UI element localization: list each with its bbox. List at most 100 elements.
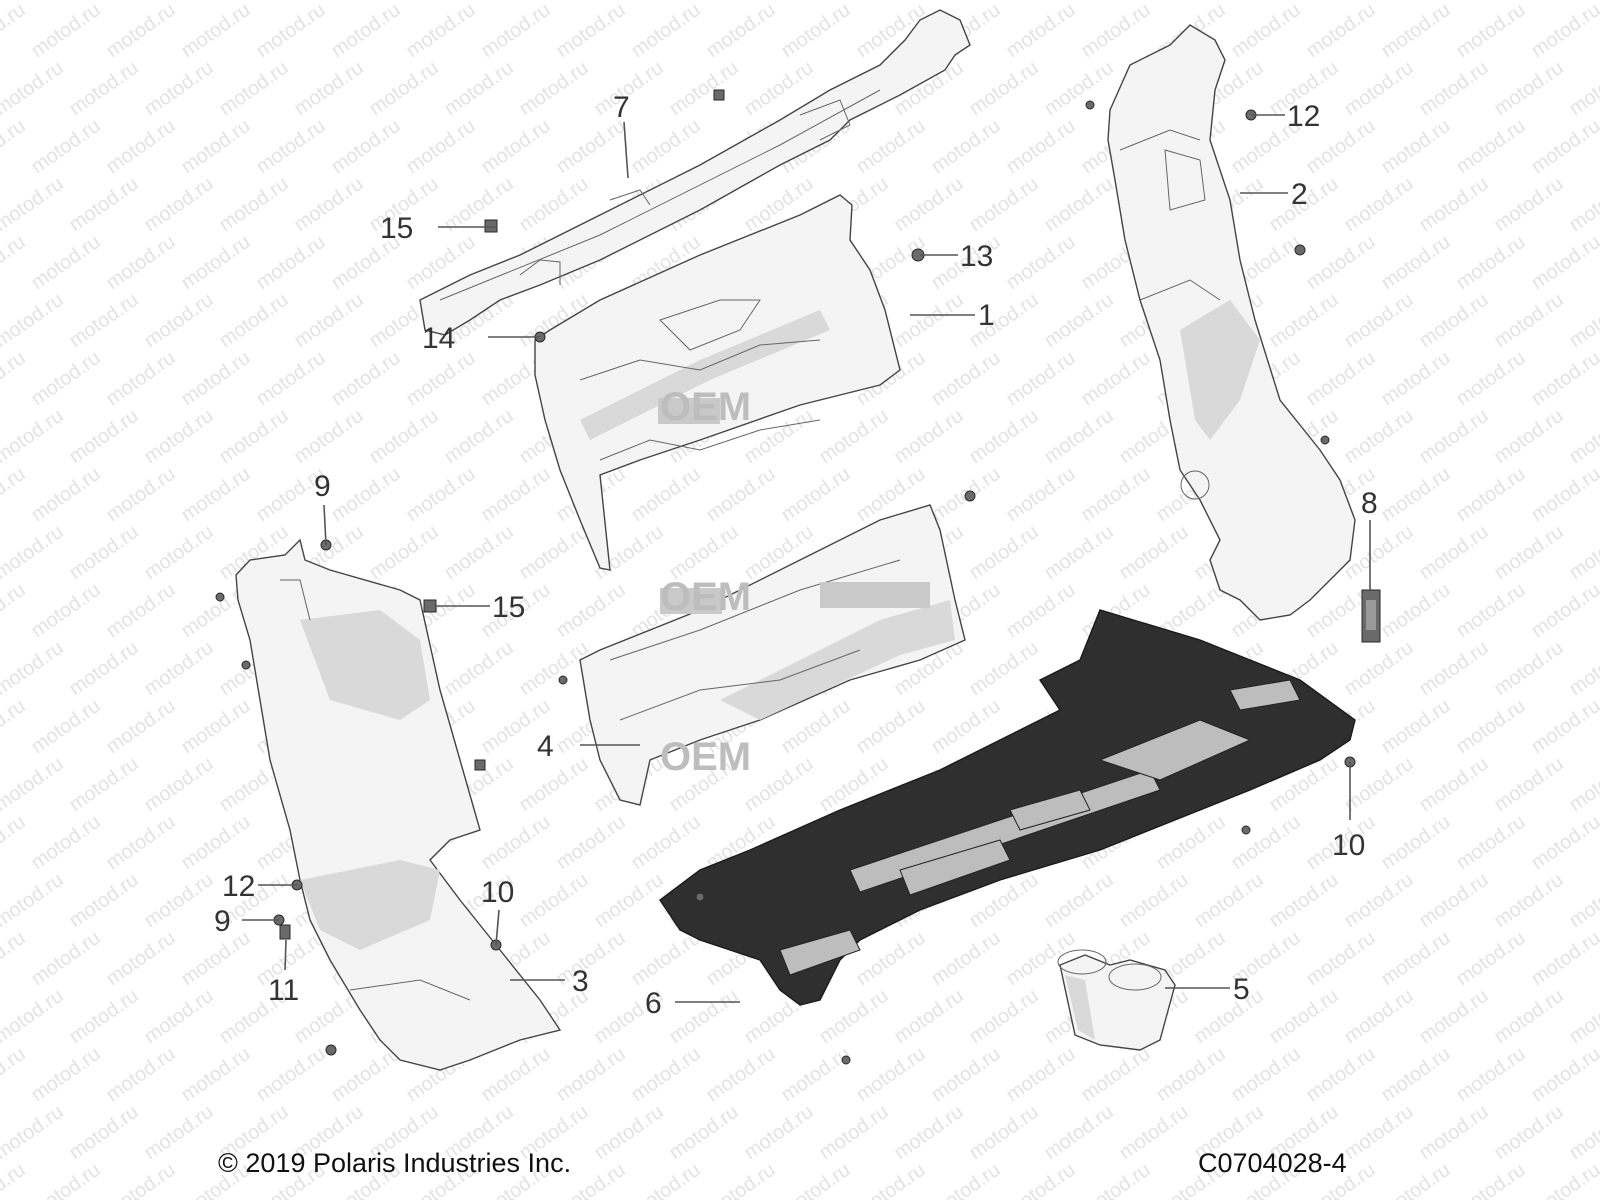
- callout-12-right: 12: [1287, 100, 1320, 133]
- watermark-359: motod.ru: [1452, 579, 1529, 642]
- watermark-488: motod.ru: [1340, 869, 1417, 932]
- watermark-353: motod.ru: [1002, 579, 1079, 642]
- watermark-439: motod.ru: [1565, 753, 1600, 816]
- watermark-341: motod.ru: [102, 579, 179, 642]
- watermark-170: motod.ru: [890, 173, 967, 236]
- watermark-290: motod.ru: [177, 463, 254, 526]
- watermark-74: motod.ru: [1490, 0, 1567, 4]
- callout-4: 4: [537, 730, 554, 763]
- callout-14: 14: [422, 322, 455, 355]
- watermark-187: motod.ru: [252, 231, 329, 294]
- watermark-497: motod.ru: [102, 927, 179, 990]
- watermark-496: motod.ru: [27, 927, 104, 990]
- watermark-611: motod.ru: [852, 1159, 929, 1200]
- watermark-319: motod.ru: [365, 521, 442, 584]
- watermark-293: motod.ru: [402, 463, 479, 526]
- callouts: 7 1 2 13 15 14 12 9 15 8 4 10 12 9 11 10…: [214, 91, 1378, 1020]
- watermark-120: motod.ru: [1040, 57, 1117, 120]
- watermark-308: motod.ru: [1527, 463, 1600, 526]
- callout-15-left: 15: [492, 591, 525, 624]
- watermark-82: motod.ru: [177, 0, 254, 62]
- watermark-410: motod.ru: [1377, 695, 1454, 758]
- watermark-425: motod.ru: [515, 753, 592, 816]
- watermark-368: motod.ru: [140, 637, 217, 700]
- watermark-61: motod.ru: [515, 0, 592, 4]
- watermark-60: motod.ru: [440, 0, 517, 4]
- callout-1: 1: [978, 299, 995, 332]
- watermark-599: motod.ru: [0, 1159, 30, 1200]
- watermark-223: motod.ru: [965, 289, 1042, 352]
- watermark-555: motod.ru: [552, 1043, 629, 1106]
- watermark-183: motod.ru: [0, 231, 30, 294]
- watermark-253: motod.ru: [1302, 347, 1379, 410]
- watermark-111: motod.ru: [365, 57, 442, 120]
- watermark-274: motod.ru: [890, 405, 967, 468]
- watermark-412: motod.ru: [1527, 695, 1600, 758]
- watermark-273: motod.ru: [815, 405, 892, 468]
- callout-9-top: 9: [314, 470, 331, 503]
- watermark-307: motod.ru: [1452, 463, 1529, 526]
- watermark-202: motod.ru: [1377, 231, 1454, 294]
- watermark-255: motod.ru: [1452, 347, 1529, 410]
- watermark-138: motod.ru: [477, 115, 554, 178]
- watermark-391: motod.ru: [0, 695, 30, 758]
- watermark-110: motod.ru: [290, 57, 367, 120]
- watermark-548: motod.ru: [27, 1043, 104, 1106]
- watermark-437: motod.ru: [1415, 753, 1492, 816]
- watermark-131: motod.ru: [0, 115, 30, 178]
- watermark-601: motod.ru: [102, 1159, 179, 1200]
- callout-10-right: 10: [1332, 829, 1365, 862]
- watermark-574: motod.ru: [0, 1101, 68, 1164]
- watermark-411: motod.ru: [1452, 695, 1529, 758]
- watermark-477: motod.ru: [515, 869, 592, 932]
- watermark-584: motod.ru: [740, 1101, 817, 1164]
- watermark-212: motod.ru: [140, 289, 217, 352]
- watermark-276: motod.ru: [1040, 405, 1117, 468]
- watermark-562: motod.ru: [1077, 1043, 1154, 1106]
- watermark-464: motod.ru: [1527, 811, 1600, 874]
- watermark-275: motod.ru: [965, 405, 1042, 468]
- watermark-214: motod.ru: [290, 289, 367, 352]
- watermark-556: motod.ru: [627, 1043, 704, 1106]
- watermark-65: motod.ru: [815, 0, 892, 4]
- watermark-185: motod.ru: [102, 231, 179, 294]
- watermark-109: motod.ru: [215, 57, 292, 120]
- watermark-81: motod.ru: [102, 0, 179, 62]
- watermark-438: motod.ru: [1490, 753, 1567, 816]
- watermark-236: motod.ru: [27, 347, 104, 410]
- watermark-256: motod.ru: [1527, 347, 1600, 410]
- watermark-360: motod.ru: [1527, 579, 1600, 642]
- watermark-224: motod.ru: [1040, 289, 1117, 352]
- watermark-150: motod.ru: [1377, 115, 1454, 178]
- watermark-462: motod.ru: [1377, 811, 1454, 874]
- part-3-left-side-panel: [235, 538, 562, 1071]
- watermark-541: motod.ru: [1415, 985, 1492, 1048]
- watermark-609: motod.ru: [702, 1159, 779, 1200]
- callout-7: 7: [613, 91, 630, 124]
- watermark-280: motod.ru: [1340, 405, 1417, 468]
- watermark-73: motod.ru: [1415, 0, 1492, 4]
- watermark-320: motod.ru: [440, 521, 517, 584]
- watermark-84: motod.ru: [327, 0, 404, 62]
- watermark-115: motod.ru: [665, 57, 742, 120]
- watermark-177: motod.ru: [1415, 173, 1492, 236]
- watermark-71: motod.ru: [1265, 0, 1342, 4]
- hardware-fasteners: [215, 89, 1356, 1065]
- watermark-620: motod.ru: [1527, 1159, 1600, 1200]
- watermark-83: motod.ru: [252, 0, 329, 62]
- watermark-329: motod.ru: [1115, 521, 1192, 584]
- callout-9-left: 9: [214, 905, 231, 938]
- watermark-306: motod.ru: [1377, 463, 1454, 526]
- watermark-321: motod.ru: [515, 521, 592, 584]
- watermark-452: motod.ru: [627, 811, 704, 874]
- watermark-64: motod.ru: [740, 0, 817, 4]
- watermark-106: motod.ru: [0, 57, 68, 120]
- watermark-585: motod.ru: [815, 1101, 892, 1164]
- watermark-600: motod.ru: [27, 1159, 104, 1200]
- watermark-385: motod.ru: [1415, 637, 1492, 700]
- part-2-right-side-panel: [1107, 24, 1356, 621]
- watermark-618: motod.ru: [1377, 1159, 1454, 1200]
- callout-11: 11: [268, 974, 299, 1007]
- watermark-63: motod.ru: [665, 0, 742, 4]
